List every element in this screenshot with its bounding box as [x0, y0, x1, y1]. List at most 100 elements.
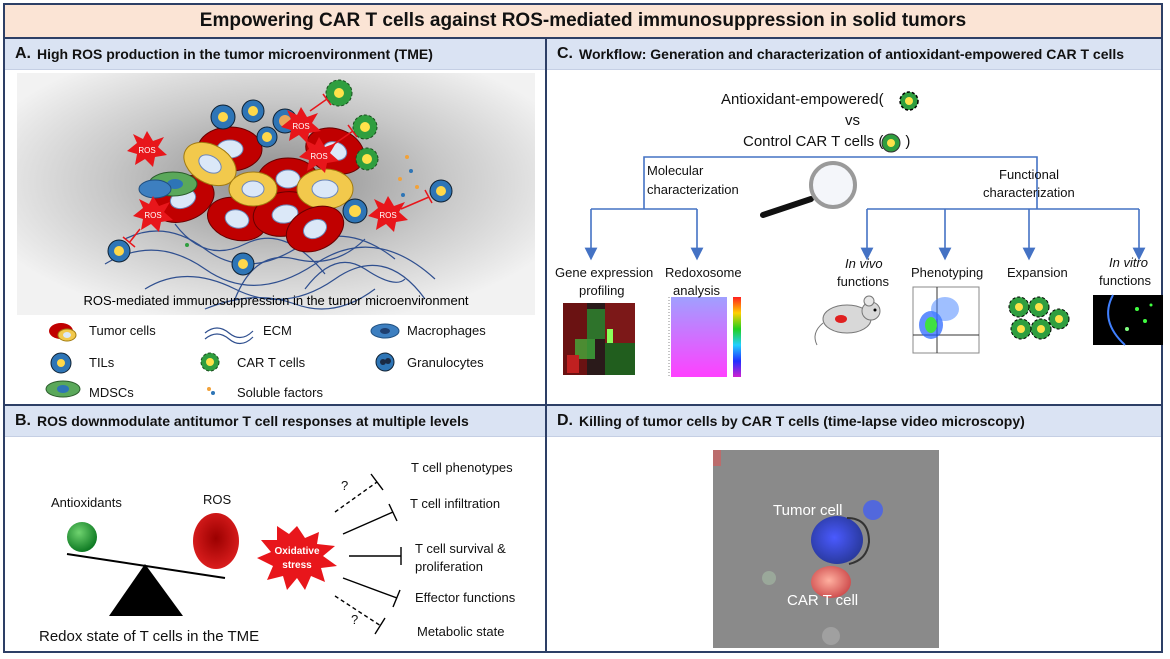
panel-d-letter: D. [557, 412, 573, 429]
redoxosome-plot [668, 297, 741, 377]
inhibition-arrows [334, 473, 402, 635]
macrophage-cell [138, 179, 172, 199]
debris-particle [822, 627, 840, 645]
ros-burst-label: ROS [138, 146, 155, 155]
flow-cytometry-plot [912, 286, 980, 354]
legend-soluble-icon [207, 387, 215, 395]
expansion-cells [1008, 296, 1070, 340]
tumor-cell-image [811, 516, 863, 564]
panel-a-legend [45, 323, 400, 398]
ros-burst-label: ROS [379, 211, 396, 220]
redoxosome-line1: Redoxosome [665, 265, 742, 280]
tumor-cell-label: Tumor cell [773, 502, 843, 519]
target-metabolic: Metabolic state [417, 624, 505, 639]
magnifier-icon [760, 161, 857, 218]
control-text: Control CAR T cells ( [743, 133, 884, 150]
car-t-cell-image [811, 566, 851, 598]
panel-a-letter: A. [15, 45, 31, 62]
panel-b: B. ROS downmodulate antitumor T cell res… [5, 406, 547, 651]
vs-label: vs [845, 112, 860, 129]
gene-expression-line1: Gene expression [555, 265, 654, 280]
control-label: Control CAR T cells () [743, 133, 910, 150]
tumor-cell-fragment [863, 500, 883, 520]
legend-mdscs: MDSCs [89, 385, 134, 400]
panel-a-caption: ROS-mediated immunosuppression in the tu… [83, 293, 468, 308]
antioxidant-empowered-text: Antioxidant-empowered( [721, 91, 884, 108]
in-vitro-line2: functions [1099, 273, 1152, 288]
target-survival: T cell survival & [415, 541, 506, 556]
oxidative-stress-line1: Oxidative [274, 546, 319, 557]
legend-ecm-icon [204, 327, 254, 345]
microscopy-fragment [713, 450, 721, 466]
legend-macrophage-icon [370, 323, 400, 339]
redoxosome-line2: analysis [673, 283, 720, 298]
gene-expression-line2: profiling [579, 283, 625, 298]
mouse-icon [814, 295, 881, 346]
in-vivo-line1: In vivo [845, 256, 883, 271]
panel-d-heading: Killing of tumor cells by CAR T cells (t… [579, 413, 1025, 429]
workflow-tree [584, 156, 1146, 261]
figure-title: Empowering CAR T cells against ROS-media… [5, 5, 1161, 39]
ros-ball [193, 513, 239, 569]
molecular-line2: characterization [647, 182, 739, 197]
target-phenotypes: T cell phenotypes [411, 460, 513, 475]
ros-bursts: ROS ROS ROS ROS ROS [127, 107, 408, 232]
legend-macrophages: Macrophages [407, 323, 486, 338]
antioxidants-ball [67, 522, 97, 552]
debris-particle [762, 571, 776, 585]
target-proliferation: proliferation [415, 559, 483, 574]
panel-d: D. Killing of tumor cells by CAR T cells… [547, 406, 1161, 651]
panel-a: A. High ROS production in the tumor micr… [5, 39, 547, 406]
legend-ecm: ECM [263, 323, 292, 338]
ros-burst-label: ROS [292, 122, 309, 131]
legend-cart-icon [200, 352, 220, 372]
ros-label: ROS [203, 492, 232, 507]
target-effector: Effector functions [415, 590, 516, 605]
panel-c: C. Workflow: Generation and characteriza… [547, 39, 1163, 406]
ros-burst-label: ROS [144, 211, 161, 220]
panel-a-illustration: ROS ROS ROS ROS ROS [17, 73, 535, 398]
legend-tumor-cells: Tumor cells [89, 323, 156, 338]
panel-b-header: B. ROS downmodulate antitumor T cell res… [5, 406, 545, 437]
panel-c-illustration [563, 91, 1163, 377]
panel-d-illustration [713, 450, 939, 648]
functional-line2: characterization [983, 185, 1075, 200]
figure-frame: Empowering CAR T cells against ROS-media… [3, 3, 1163, 653]
ros-burst-label: ROS [310, 152, 327, 161]
legend-granulocytes: Granulocytes [407, 355, 484, 370]
legend-car-t-cells: CAR T cells [237, 355, 306, 370]
target-infiltration: T cell infiltration [410, 496, 501, 511]
expansion-label: Expansion [1007, 265, 1068, 280]
in-vitro-line1: In vitro [1109, 255, 1149, 270]
in-vivo-line2: functions [837, 274, 890, 289]
legend-til-icon [50, 352, 72, 374]
balance-fulcrum [109, 564, 183, 616]
soluble-factors [185, 155, 419, 247]
mdsc-nucleus [167, 179, 183, 189]
control-close-paren: ) [905, 133, 911, 150]
tumor-cells [151, 126, 365, 253]
control-cell-icon [881, 133, 901, 153]
tumor-cell-outline [846, 517, 871, 565]
panel-b-heading: ROS downmodulate antitumor T cell respon… [37, 413, 469, 429]
panel-a-header: A. High ROS production in the tumor micr… [5, 39, 545, 70]
in-vitro-image [1093, 294, 1163, 346]
legend-soluble-factors: Soluble factors [237, 385, 323, 400]
functional-line1: Functional [999, 167, 1059, 182]
antioxidants-label: Antioxidants [51, 495, 122, 510]
inhibition-lines [122, 93, 433, 248]
redox-caption: Redox state of T cells in the TME [39, 628, 260, 645]
panel-c-heading: Workflow: Generation and characterizatio… [579, 46, 1125, 62]
legend-tils: TILs [89, 355, 115, 370]
legend-tumor-icon [49, 323, 77, 342]
oxidative-stress-line2: stress [282, 560, 312, 571]
panel-d-header: D. Killing of tumor cells by CAR T cells… [547, 406, 1161, 437]
phenotyping-label: Phenotyping [911, 265, 984, 280]
car-t-cell-label: CAR T cell [787, 592, 859, 609]
panel-a-heading: High ROS production in the tumor microen… [37, 46, 433, 62]
panel-c-letter: C. [557, 45, 573, 62]
oxidative-stress-burst [257, 526, 337, 590]
question-mark-top: ? [341, 478, 349, 493]
gene-expression-heatmap [563, 303, 635, 375]
empowered-cell-icon [899, 91, 919, 111]
